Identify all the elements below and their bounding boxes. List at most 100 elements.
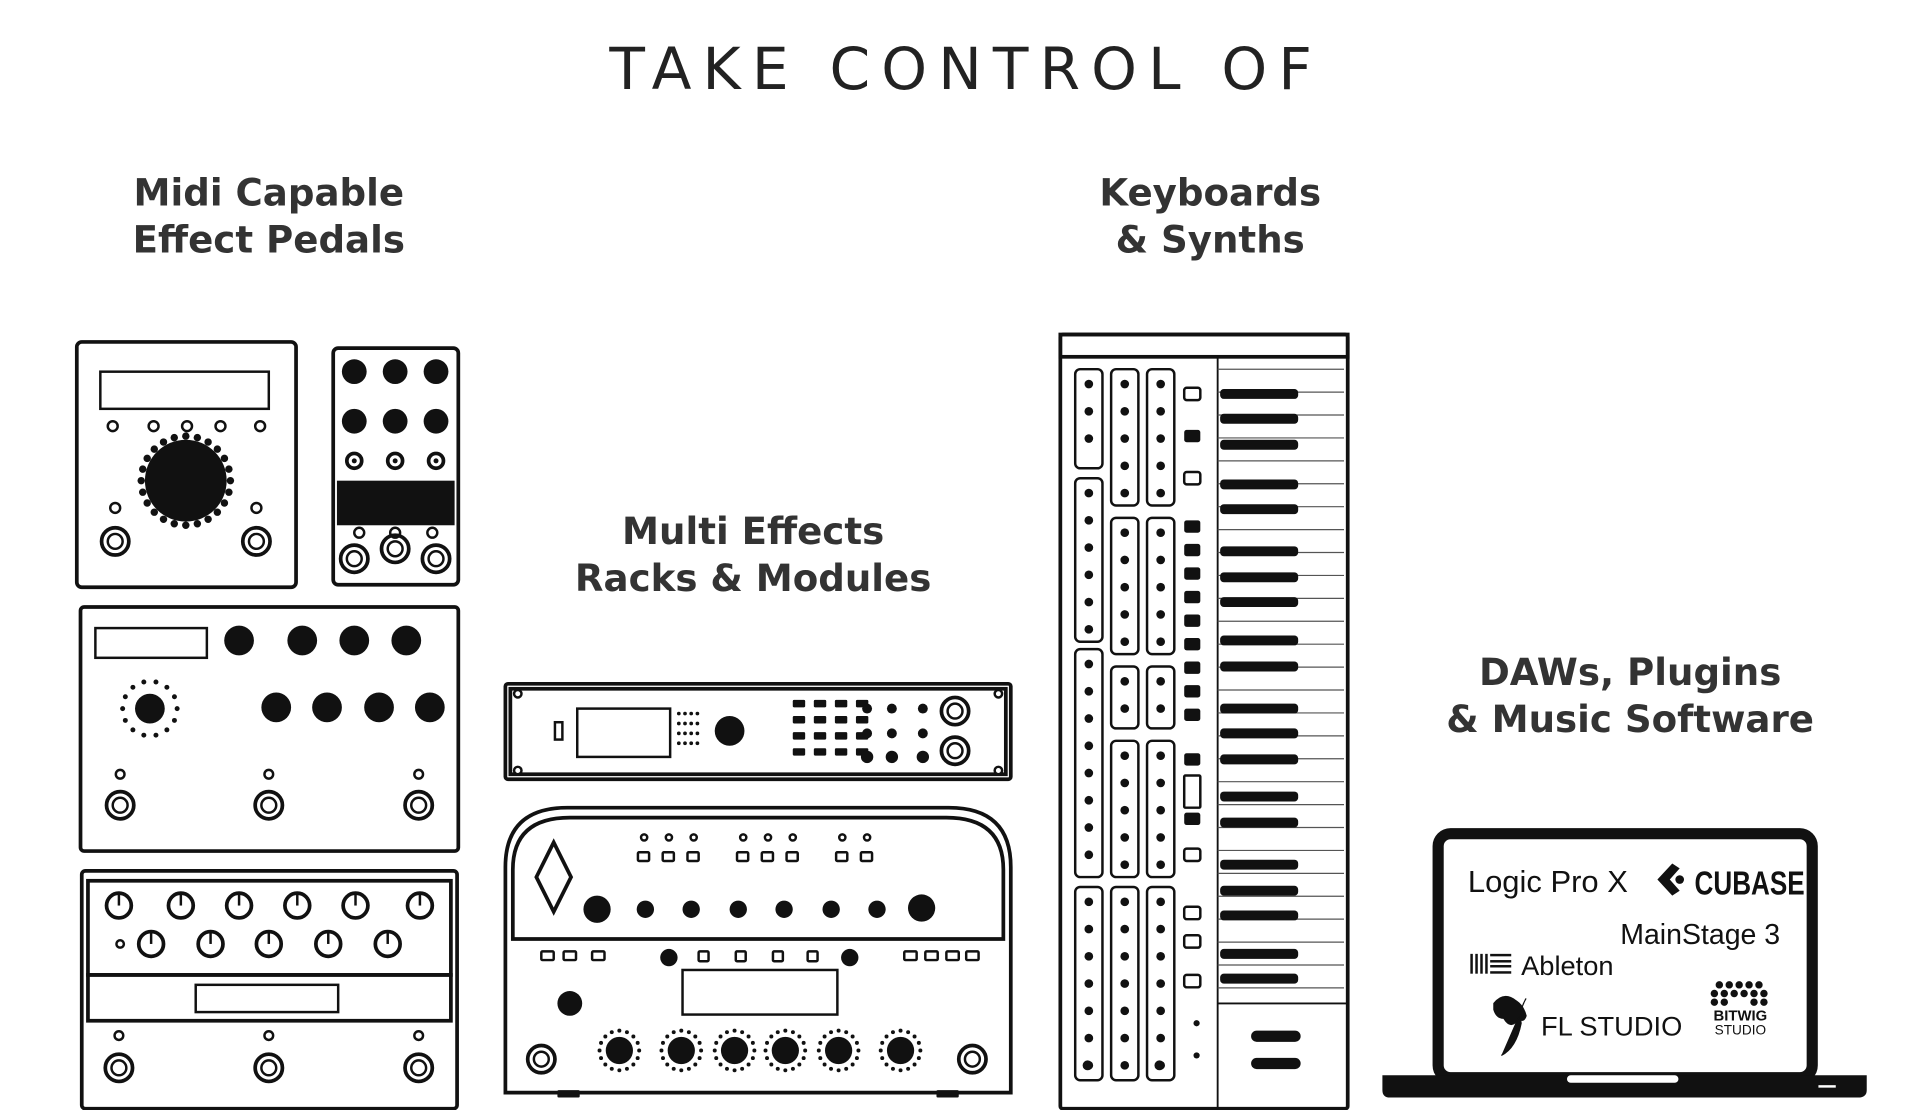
button bbox=[924, 950, 939, 962]
knob-tick bbox=[679, 1068, 684, 1073]
synth-knob bbox=[1120, 379, 1130, 389]
button bbox=[636, 851, 651, 863]
heading-racks-line1: Multi Effects bbox=[622, 510, 884, 553]
knob-tick bbox=[159, 438, 168, 446]
knob-tick bbox=[213, 445, 222, 453]
footswitch-icon bbox=[111, 796, 129, 814]
decoration bbox=[413, 768, 425, 780]
jack-icon bbox=[433, 458, 439, 464]
knob-tick bbox=[693, 1034, 698, 1039]
synth-knob bbox=[1084, 897, 1094, 907]
bitwig-dot bbox=[1760, 989, 1768, 998]
knob-tick bbox=[597, 1048, 602, 1053]
knob-icon bbox=[886, 703, 897, 714]
knob-tick bbox=[765, 1056, 770, 1061]
synth-button bbox=[1184, 708, 1201, 721]
knob-tick bbox=[170, 433, 178, 442]
synth-knob bbox=[1084, 979, 1094, 988]
knob-icon bbox=[917, 703, 928, 714]
knob-tick bbox=[714, 1056, 719, 1061]
synth-knob bbox=[1156, 778, 1166, 788]
knob-tick bbox=[878, 1048, 883, 1053]
button bbox=[661, 851, 676, 863]
knob-tick bbox=[890, 1030, 895, 1035]
knob-tick bbox=[746, 1034, 751, 1039]
synth-knob bbox=[1156, 406, 1166, 416]
footswitch-icon bbox=[410, 1059, 428, 1077]
synth-knob bbox=[1120, 924, 1130, 934]
footswitch-icon bbox=[110, 1059, 128, 1077]
knob-tick bbox=[816, 1048, 821, 1053]
knob-tick bbox=[884, 1034, 889, 1039]
decoration bbox=[512, 688, 523, 699]
decoration bbox=[180, 419, 194, 433]
footswitch-icon bbox=[427, 550, 445, 568]
synth-knob bbox=[1120, 555, 1130, 565]
decoration bbox=[837, 833, 847, 842]
knob-tick bbox=[150, 445, 158, 453]
jack-icon bbox=[344, 451, 364, 471]
decoration bbox=[788, 833, 798, 842]
synth-knob bbox=[1156, 1033, 1166, 1043]
rack-button bbox=[834, 732, 848, 740]
button bbox=[771, 950, 785, 963]
led bbox=[683, 711, 687, 716]
knob-icon bbox=[341, 408, 367, 434]
synth-knob bbox=[1120, 677, 1130, 686]
knob-tick bbox=[603, 1062, 608, 1067]
knob-tick bbox=[609, 1030, 614, 1035]
knob-tick bbox=[880, 1056, 885, 1061]
knob-tick bbox=[226, 476, 235, 485]
bitwig-dot bbox=[1715, 981, 1724, 989]
knob-tick bbox=[159, 515, 168, 524]
footswitch-icon bbox=[345, 550, 363, 568]
ableton-logo: Ableton bbox=[1521, 950, 1613, 981]
synth-knob bbox=[1120, 805, 1130, 815]
black-key bbox=[1220, 817, 1299, 828]
knob-tick bbox=[822, 1034, 827, 1039]
synth-module bbox=[1109, 665, 1140, 730]
synth-knob bbox=[1120, 1006, 1130, 1016]
synth-button bbox=[1182, 847, 1202, 863]
synth-button bbox=[1182, 905, 1202, 921]
profiler-top bbox=[510, 815, 1006, 941]
diamond-logo bbox=[534, 838, 574, 916]
knob-tick bbox=[775, 1066, 780, 1071]
synth-knob bbox=[1120, 704, 1130, 713]
knob-icon bbox=[287, 625, 318, 656]
synth-knob bbox=[1156, 805, 1166, 815]
synth-knob bbox=[1156, 379, 1166, 389]
bitwig-dot bbox=[1760, 998, 1768, 1006]
knob-tick bbox=[679, 1028, 684, 1033]
synth-knob bbox=[1120, 637, 1130, 647]
led bbox=[695, 721, 700, 726]
knob-icon bbox=[605, 1036, 633, 1065]
foot bbox=[936, 1090, 959, 1098]
synth-knob bbox=[1120, 461, 1130, 471]
knob-tick bbox=[193, 520, 202, 528]
knob-tick bbox=[182, 521, 190, 529]
bitwig-dot bbox=[1710, 989, 1719, 998]
knob-tick bbox=[193, 433, 202, 442]
knob-tick bbox=[693, 1062, 698, 1067]
knob-icon bbox=[341, 359, 367, 385]
knob-tick bbox=[898, 1068, 903, 1073]
knob-tick bbox=[718, 1034, 723, 1039]
black-key bbox=[1220, 572, 1299, 583]
knob-tick bbox=[801, 1040, 806, 1045]
synth-knob bbox=[1156, 751, 1166, 761]
knob-tick bbox=[906, 1030, 911, 1035]
knob-tick bbox=[740, 1030, 745, 1035]
footswitch-icon bbox=[532, 1050, 550, 1068]
knob-icon bbox=[391, 625, 422, 656]
decoration bbox=[426, 526, 439, 539]
knob-icon bbox=[824, 1036, 853, 1065]
synth-button bbox=[1184, 637, 1201, 651]
footswitch-icon bbox=[260, 1059, 278, 1077]
synth-button bbox=[1184, 590, 1201, 604]
black-key bbox=[1220, 703, 1299, 714]
synth-button bbox=[1182, 470, 1202, 486]
knob-tick bbox=[225, 465, 233, 473]
knob-tick bbox=[631, 1034, 636, 1039]
knob-tick bbox=[225, 488, 233, 496]
